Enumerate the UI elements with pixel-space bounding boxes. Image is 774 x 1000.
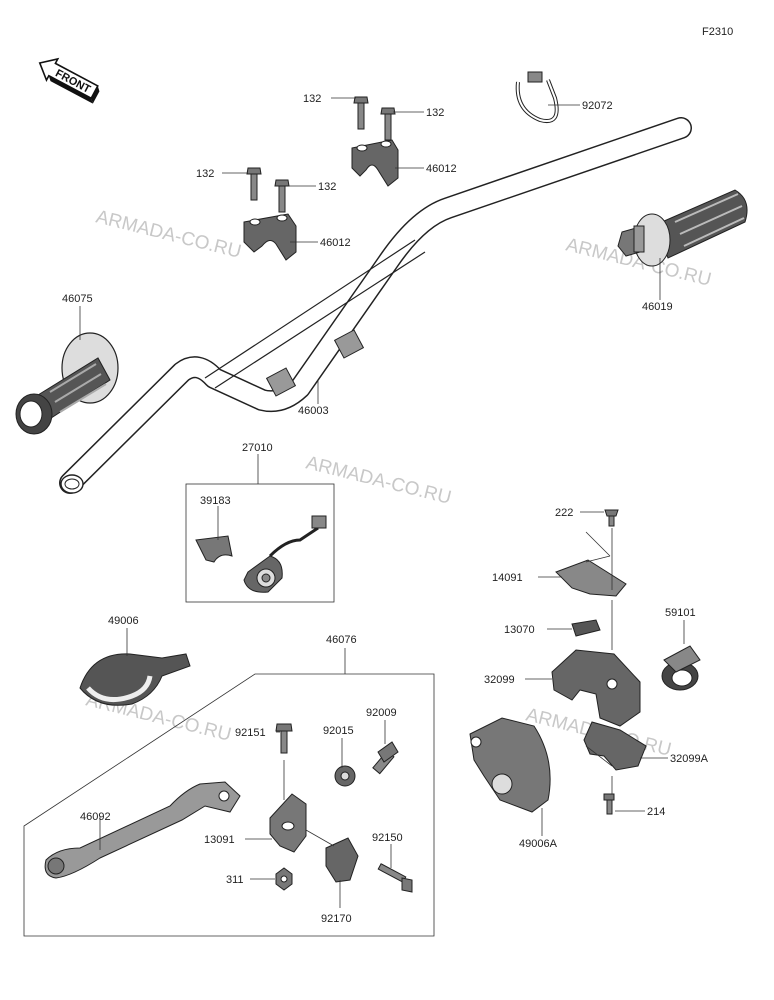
switch-assembly: [195, 515, 327, 593]
label-92072: 92072: [582, 100, 613, 112]
handlebar: [59, 117, 692, 494]
throttle-guard-49006A: [469, 717, 551, 813]
left-grip: [15, 332, 119, 435]
label-39183: 39183: [200, 495, 231, 507]
label-32099A: 32099A: [670, 753, 709, 765]
label-92015: 92015: [323, 725, 354, 737]
diagram-code: F2310: [702, 26, 733, 38]
label-132-c: 132: [196, 168, 214, 180]
label-14091: 14091: [492, 572, 523, 584]
label-132-b: 132: [426, 107, 444, 119]
clutch-lever: [44, 781, 241, 879]
leader-lines: [79, 97, 685, 908]
housing-32099: [551, 649, 641, 727]
screw-214: [603, 793, 615, 815]
housing-32099A: [583, 721, 647, 771]
label-46012-b: 46012: [320, 237, 351, 249]
label-46076: 46076: [326, 634, 357, 646]
throttle-cover-14091: [555, 559, 627, 597]
part-labels: 132 132 132 132 46012 46012 92072 46075 …: [62, 93, 709, 925]
label-222: 222: [555, 507, 573, 519]
bolts-132: [246, 96, 396, 213]
watermark-3: ARMADA-CO.RU: [304, 452, 454, 508]
label-92170: 92170: [321, 913, 352, 925]
label-32099: 32099: [484, 674, 515, 686]
label-132-a: 132: [303, 93, 321, 105]
front-arrow: FRONT: [38, 57, 100, 104]
clamp-upper: [351, 139, 399, 187]
switch-kit-box: [185, 483, 335, 603]
label-46003: 46003: [298, 405, 329, 417]
label-46012-a: 46012: [426, 163, 457, 175]
clamp-92170: [325, 837, 359, 883]
watermark-1: ARMADA-CO.RU: [94, 206, 244, 262]
label-13091: 13091: [204, 834, 235, 846]
right-grip: [617, 189, 748, 267]
label-49006A: 49006A: [519, 838, 558, 850]
adjuster-92009: [372, 741, 399, 775]
lever-guard: [79, 653, 191, 706]
cable-tie: [515, 71, 559, 123]
label-92151: 92151: [235, 727, 266, 739]
label-46075: 46075: [62, 293, 93, 305]
label-59101: 59101: [665, 607, 696, 619]
label-49006: 49006: [108, 615, 139, 627]
label-27010: 27010: [242, 442, 273, 454]
label-311: 311: [226, 874, 244, 886]
bolt-92150: [377, 863, 413, 893]
clamp-lower: [243, 213, 297, 261]
label-92009: 92009: [366, 707, 397, 719]
label-46019: 46019: [642, 301, 673, 313]
lever-kit-box: [23, 673, 435, 937]
label-46092: 46092: [80, 811, 111, 823]
label-13070: 13070: [504, 624, 535, 636]
lever-holder: [269, 723, 413, 893]
label-214: 214: [647, 806, 665, 818]
screw-222: [604, 509, 619, 527]
cable-holder-13070: [571, 619, 601, 637]
label-132-d: 132: [318, 181, 336, 193]
label-92150: 92150: [372, 832, 403, 844]
throttle-pipe-59101: [661, 645, 701, 691]
